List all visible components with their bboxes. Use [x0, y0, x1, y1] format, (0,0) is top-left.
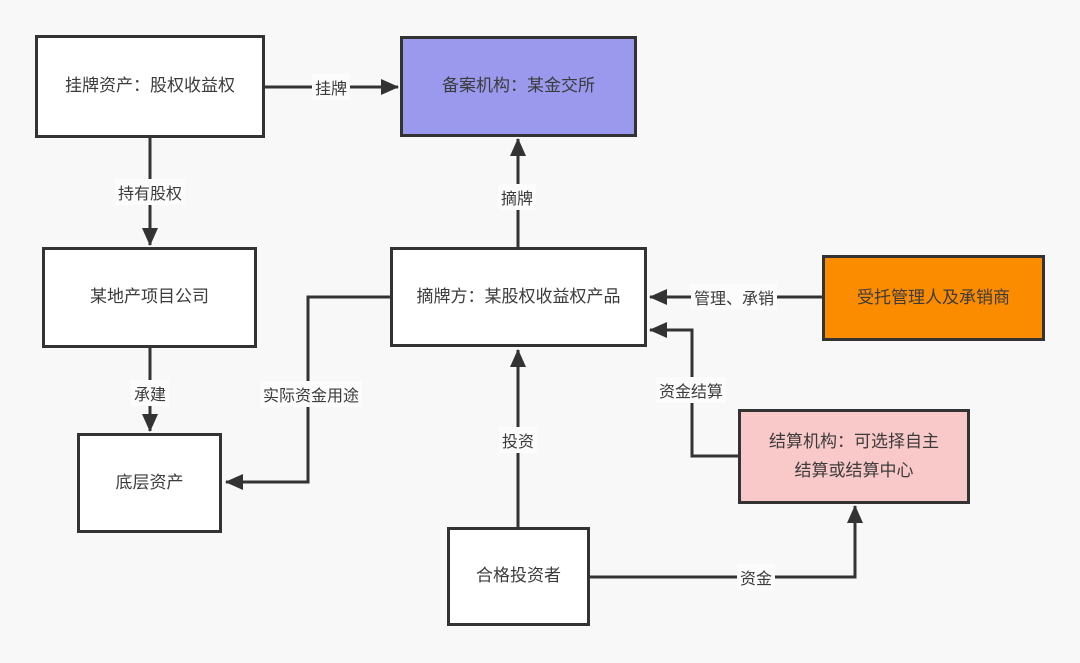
node-delisting-party-label: 摘牌方：某股权收益权产品	[416, 286, 621, 306]
edge-label-listing: 挂牌	[311, 74, 351, 100]
edge-label-construct: 承建	[130, 380, 170, 406]
edge-funds	[590, 505, 863, 579]
node-filing-agency-label: 备案机构：某金交所	[442, 76, 595, 96]
edge-label-manage-underwrite: 管理、承销	[690, 284, 778, 310]
node-listing-asset-label: 挂牌资产：股权收益权	[65, 76, 235, 96]
node-property-company-label: 某地产项目公司	[90, 287, 209, 307]
node-underlying-asset-label: 底层资产	[115, 472, 184, 492]
node-filing-agency: 备案机构：某金交所	[400, 36, 637, 137]
edge-label-invest: 投资	[498, 427, 538, 453]
edge-label-hold-equity: 持有股权	[114, 179, 186, 205]
node-settlement-agency-label: 结算机构：可选择自主 结算或结算中心	[769, 431, 939, 480]
node-trustee-underwriter-label: 受托管理人及承销商	[857, 287, 1010, 307]
edge-label-delist: 摘牌	[497, 184, 537, 210]
node-listing-asset: 挂牌资产：股权收益权	[35, 35, 265, 138]
edge-label-fund-settlement: 资金结算	[655, 377, 727, 403]
node-qualified-investor-label: 合格投资者	[476, 566, 561, 586]
node-property-company: 某地产项目公司	[42, 247, 257, 348]
node-qualified-investor: 合格投资者	[447, 527, 590, 626]
node-delisting-party: 摘牌方：某股权收益权产品	[390, 247, 647, 347]
node-underlying-asset: 底层资产	[77, 433, 222, 533]
edge-label-funds: 资金	[736, 564, 776, 590]
edge-label-actual-fund-use: 实际资金用途	[259, 381, 363, 407]
node-trustee-underwriter: 受托管理人及承销商	[822, 255, 1045, 341]
node-settlement-agency: 结算机构：可选择自主 结算或结算中心	[738, 409, 970, 504]
